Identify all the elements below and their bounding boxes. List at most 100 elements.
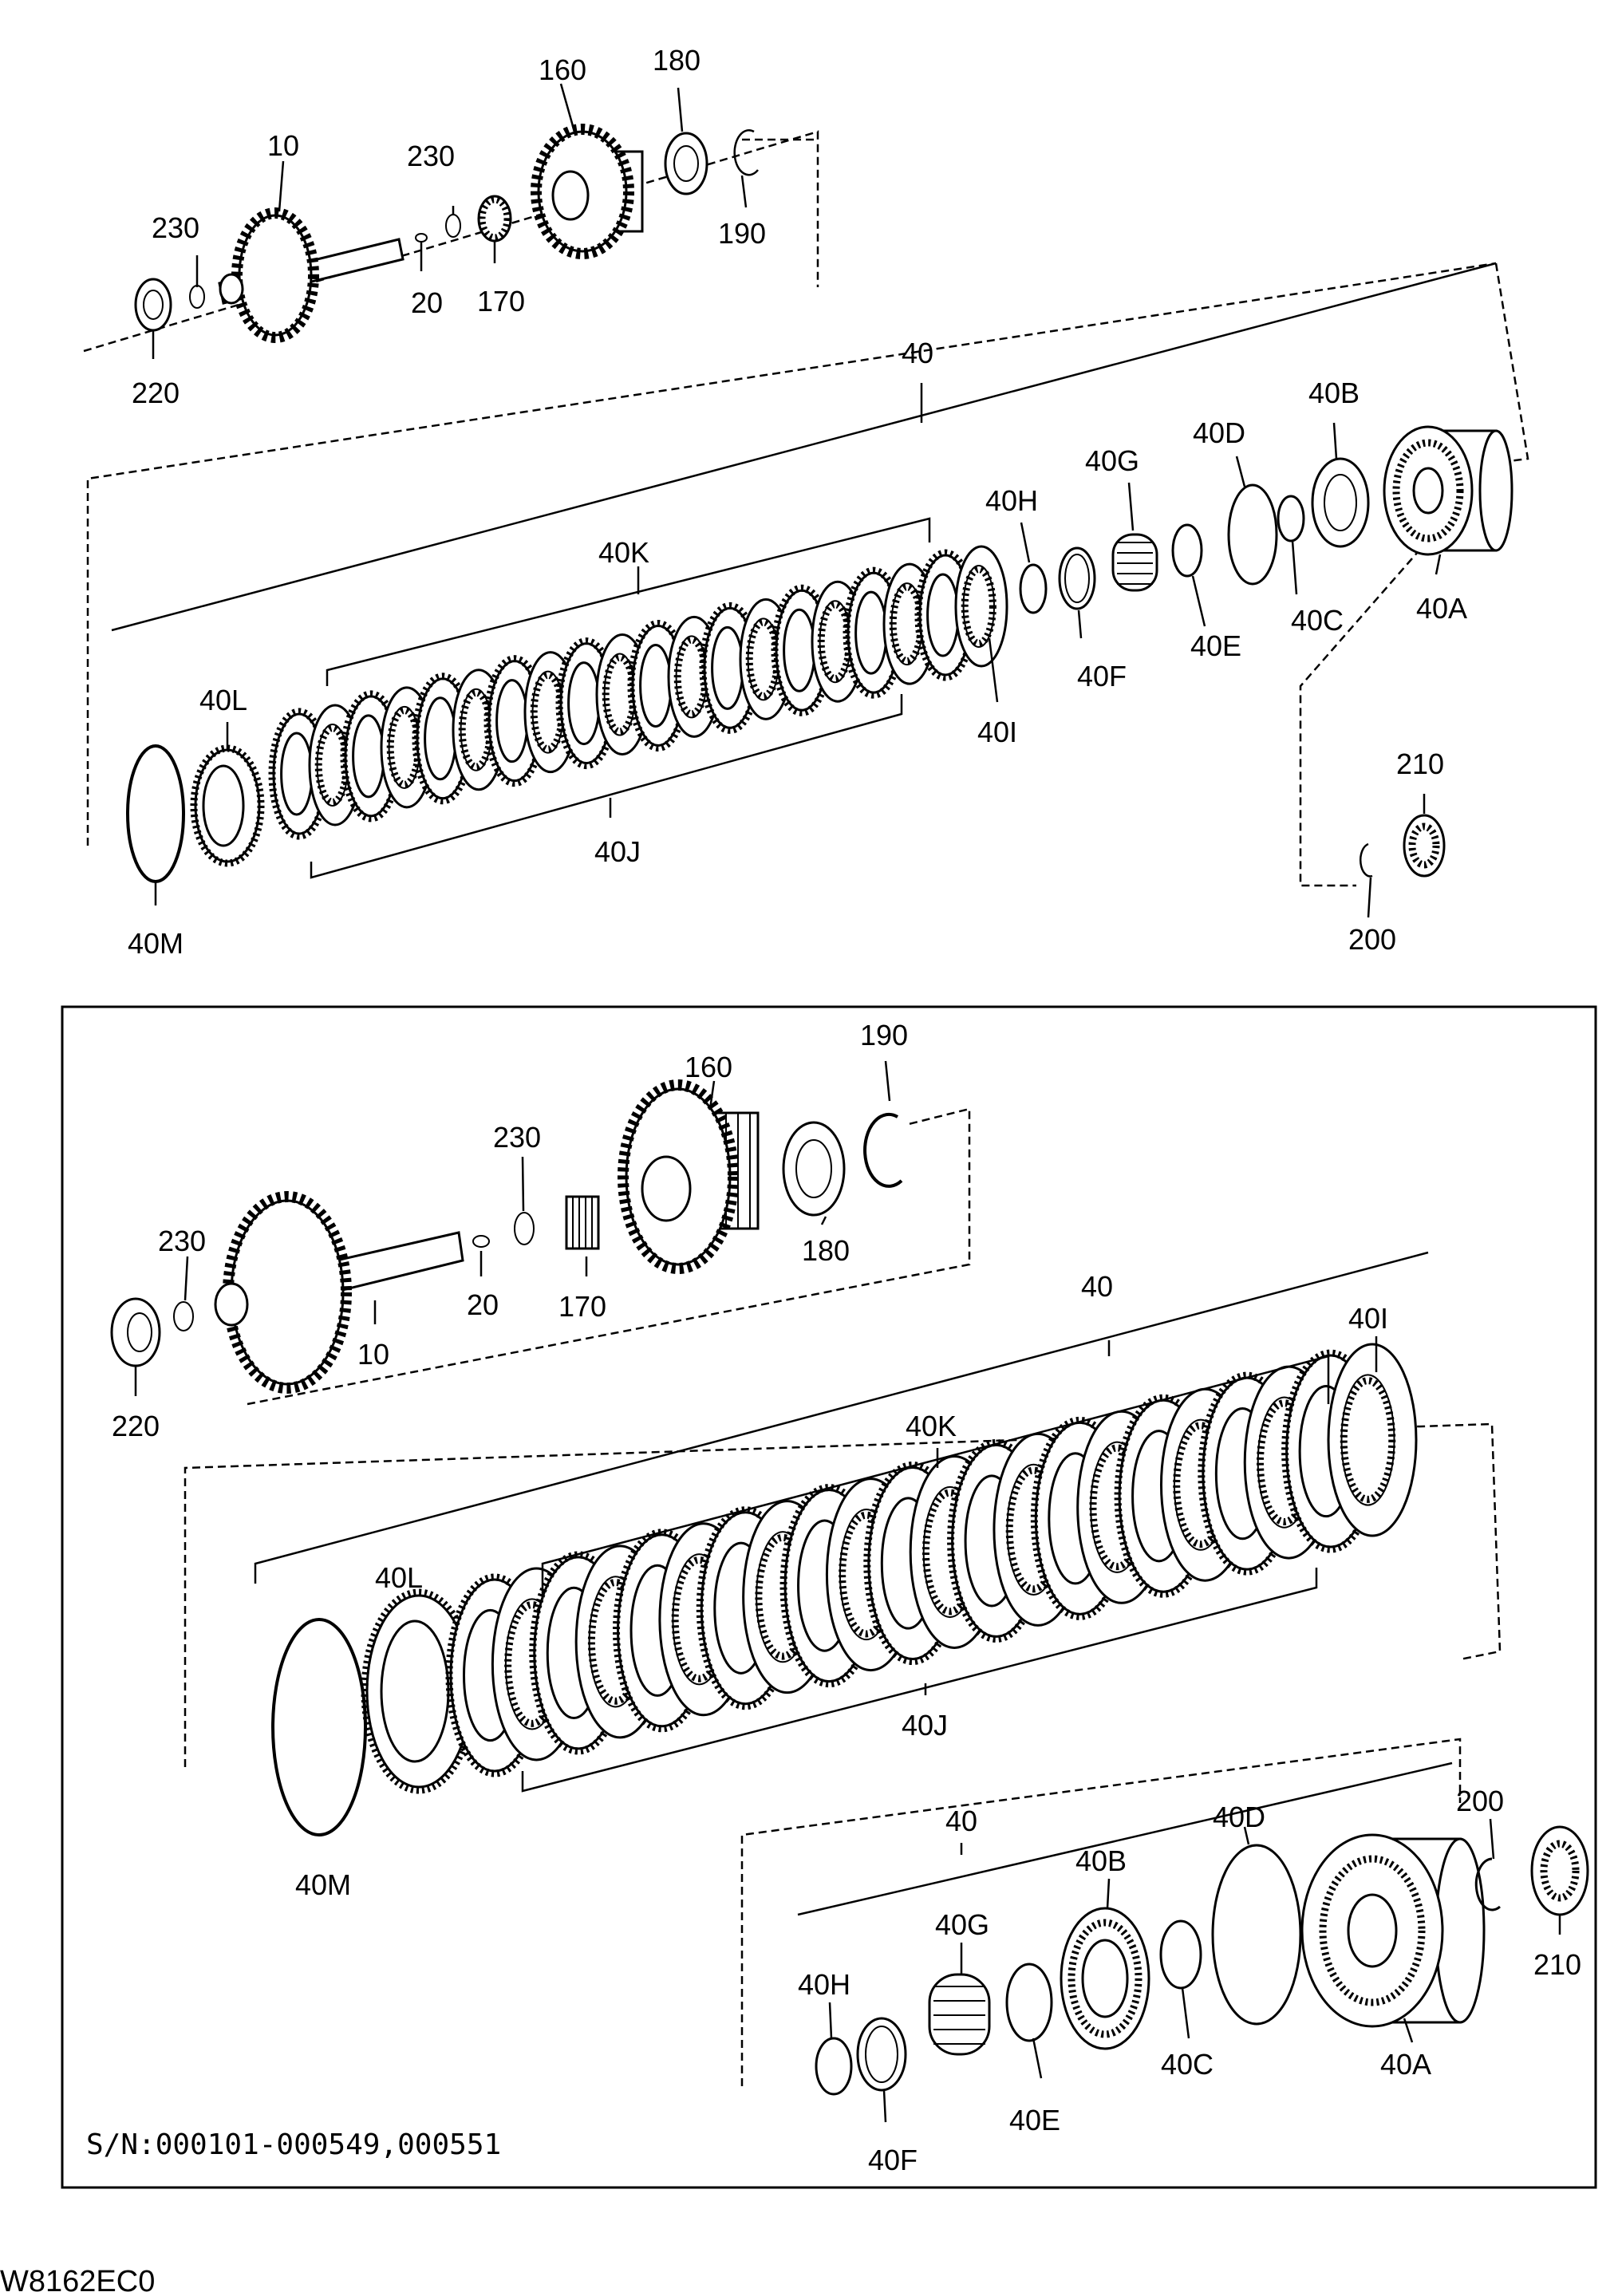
- friction-disc: [699, 602, 761, 734]
- bottom-part-40L-piston: [361, 1588, 477, 1794]
- top-group-40-bracket: [111, 262, 1497, 632]
- bottom-40K-bracket: [541, 1355, 1330, 1600]
- top-part-40B-seal: [1311, 457, 1370, 548]
- label-top-40E: 40E: [1190, 629, 1241, 662]
- bottom-part-40E-ring: [1005, 1963, 1053, 2042]
- label-top-190: 190: [718, 217, 766, 250]
- label-top-200: 200: [1348, 923, 1396, 956]
- bottom-clutch-disc-stack: [445, 1343, 1418, 1777]
- top-part-200-snap-ring: [1359, 842, 1373, 878]
- label-top-170: 170: [477, 285, 525, 318]
- label-top-40L: 40L: [199, 684, 247, 716]
- label-top-40B: 40B: [1308, 377, 1360, 409]
- label-top-40M: 40M: [128, 927, 184, 960]
- serial-number-note: S/N:000101-000549,000551: [86, 2128, 501, 2161]
- top-clutch-disc-stack: [268, 545, 1008, 840]
- top-part-190-snap-ring: [733, 129, 759, 176]
- bottom-part-20-pin: [472, 1235, 490, 1248]
- label-bottom-40D: 40D: [1213, 1801, 1265, 1833]
- bottom-part-230-upper-ring: [514, 1212, 535, 1245]
- bottom-part-160-gear: [618, 1079, 760, 1274]
- top-40-leaders: [154, 422, 1442, 918]
- label-top-40I: 40I: [977, 716, 1017, 748]
- label-bottom-40E: 40E: [1009, 2104, 1060, 2136]
- label-bottom-40B: 40B: [1075, 1844, 1127, 1877]
- bottom-shaft-group-outline: [247, 1107, 971, 1406]
- label-top-40A: 40A: [1416, 592, 1467, 625]
- label-bottom-200: 200: [1456, 1785, 1504, 1817]
- label-bottom-10: 10: [357, 1338, 389, 1371]
- label-bottom-40A: 40A: [1380, 2048, 1431, 2081]
- label-bottom-40L: 40L: [375, 1561, 423, 1594]
- top-part-10-gear-shaft: [218, 207, 405, 343]
- top-part-40F-ring: [1058, 546, 1096, 610]
- top-part-230-upper-ring: [445, 214, 461, 238]
- top-part-40G-spring: [1111, 533, 1158, 592]
- friction-disc: [914, 549, 977, 681]
- label-bottom-170: 170: [558, 1290, 606, 1323]
- label-bottom-40M: 40M: [295, 1868, 351, 1901]
- bottom-part-40G-spring: [928, 1973, 991, 2056]
- label-top-230-lower: 230: [152, 211, 199, 244]
- top-part-220-bearing: [134, 278, 172, 332]
- bottom-lower-group-40-bracket: [797, 1761, 1453, 1916]
- serial-variant-frame: [61, 1005, 1597, 2189]
- top-part-180-bearing: [664, 132, 708, 195]
- label-bottom-160: 160: [685, 1051, 732, 1083]
- top-group-40-outline: [86, 262, 1529, 887]
- label-bottom-40G: 40G: [935, 1908, 989, 1941]
- label-bottom-40K: 40K: [906, 1410, 957, 1442]
- label-top-230-upper: 230: [407, 140, 455, 172]
- label-top-220: 220: [132, 377, 180, 409]
- label-top-20: 20: [411, 286, 443, 319]
- bottom-part-40D-o-ring: [1211, 1844, 1302, 2026]
- bottom-lower-group-40-outline: [740, 1738, 1462, 2086]
- label-bottom-40F: 40F: [868, 2144, 918, 2176]
- bottom-part-170-needle-bearing: [565, 1195, 600, 1250]
- label-top-10: 10: [267, 129, 299, 162]
- top-40K-bracket: [326, 517, 931, 686]
- top-part-40H-ring: [1019, 563, 1048, 614]
- top-part-160-gear: [531, 124, 644, 259]
- top-diagram: [83, 83, 1529, 918]
- top-part-40L-piston: [190, 744, 265, 867]
- bottom-part-190-snap-ring: [863, 1112, 903, 1188]
- label-top-40C: 40C: [1291, 604, 1344, 637]
- bottom-part-40F-ring: [856, 2017, 907, 2092]
- bottom-part-180-bearing: [782, 1121, 846, 1217]
- top-part-40A-drum: [1383, 425, 1513, 556]
- top-part-40E-ring: [1171, 523, 1203, 578]
- bottom-part-40M-o-ring: [271, 1618, 367, 1836]
- label-bottom-40-upper: 40: [1081, 1270, 1113, 1303]
- label-bottom-210: 210: [1533, 1948, 1581, 1981]
- bottom-part-230-ring: [173, 1301, 194, 1331]
- label-top-40: 40: [902, 337, 933, 369]
- bottom-lower-leaders: [828, 1818, 1561, 2123]
- label-top-40H: 40H: [985, 484, 1038, 517]
- bottom-diagram: [110, 1060, 1589, 2123]
- top-part-40D-o-ring: [1227, 483, 1278, 586]
- steel-plate: [1327, 1343, 1418, 1537]
- label-top-180: 180: [653, 44, 700, 77]
- label-bottom-230-upper: 230: [493, 1121, 541, 1154]
- label-top-40F: 40F: [1077, 660, 1127, 692]
- bottom-part-40C-ring: [1159, 1919, 1202, 1990]
- top-part-20-pin: [415, 233, 428, 243]
- label-bottom-40J: 40J: [902, 1709, 948, 1742]
- label-top-40D: 40D: [1193, 416, 1245, 449]
- bottom-part-40B-seal: [1060, 1907, 1150, 2050]
- label-top-160: 160: [539, 53, 586, 86]
- label-top-40G: 40G: [1085, 444, 1139, 477]
- label-bottom-40-lower: 40: [945, 1805, 977, 1837]
- bottom-part-200-snap-ring: [1474, 1857, 1501, 1911]
- label-bottom-180: 180: [802, 1234, 850, 1267]
- bottom-part-10-gear-shaft: [214, 1191, 464, 1394]
- top-labels: 10 20 160 170 180 190 200 210 220 230 23…: [128, 44, 1467, 960]
- label-bottom-20: 20: [467, 1288, 499, 1321]
- bottom-leaders: [134, 1060, 891, 1396]
- bottom-40J-bracket: [521, 1568, 1318, 1793]
- label-bottom-220: 220: [112, 1410, 160, 1442]
- label-bottom-40I: 40I: [1348, 1302, 1388, 1335]
- steel-plate: [954, 545, 1008, 668]
